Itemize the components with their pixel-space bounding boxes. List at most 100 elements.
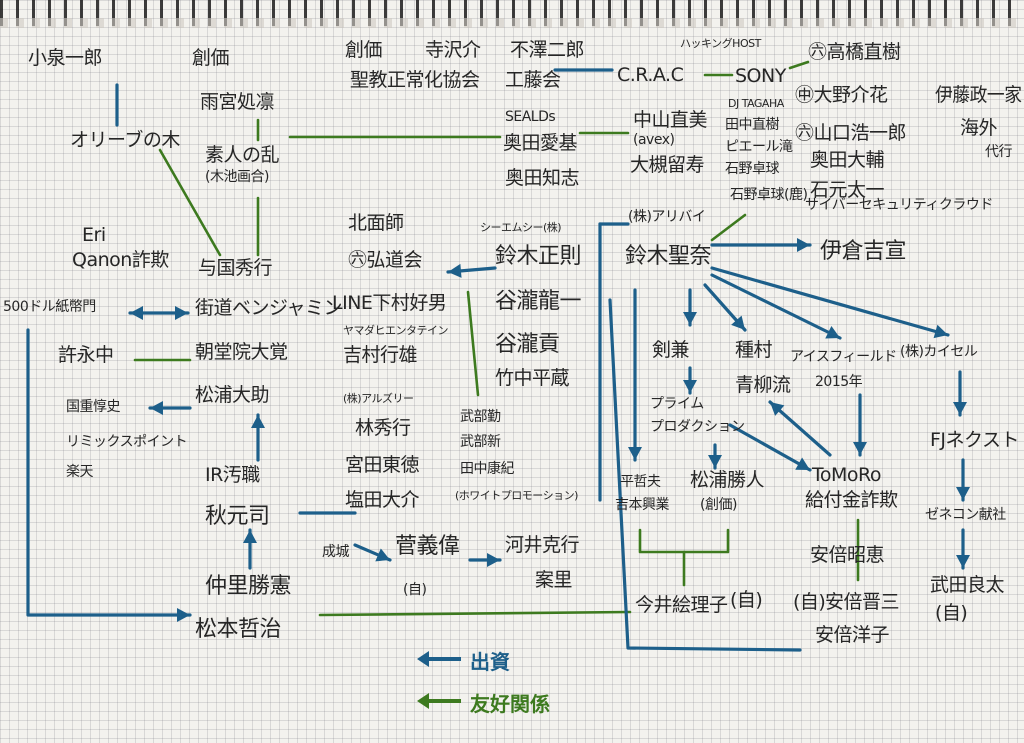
node-kokusai: 国重惇史	[66, 399, 121, 415]
legend-investment-label: 出資	[470, 650, 510, 674]
node-aoyagi: 青柳流	[735, 374, 791, 396]
node-kyufukin: 給付金詐欺	[805, 489, 898, 511]
node-kitanishi: 北面師	[348, 212, 404, 234]
node-shiota: 塩田大介	[345, 489, 420, 511]
node-daiko: 代行	[985, 144, 1013, 160]
edge-investment-32	[768, 400, 832, 457]
legend-investment-arrow-icon	[417, 651, 461, 667]
edge-arrowhead	[628, 447, 642, 460]
node-kumasaka: ㊥大野介花	[795, 84, 888, 106]
node-okudaira: 奥田大輔	[810, 149, 885, 171]
edge-investment-31	[728, 423, 812, 472]
node-mutoh: 武部勤	[460, 409, 501, 425]
node-koizumi: 小泉一郎	[28, 47, 103, 69]
node-pierre: ピエール滝	[725, 139, 793, 155]
node-inokura: 伊倉吉宣	[820, 239, 907, 264]
edge-arrowhead	[150, 401, 163, 415]
node-livedoor: リミックスポイント	[66, 434, 188, 450]
node-hirate: 平哲夫	[620, 474, 661, 490]
edge-arrowhead	[853, 442, 867, 455]
node-teramae: 寺沢介	[425, 39, 481, 61]
node-yokokuni: 与国秀行	[198, 257, 273, 279]
node-ice_year: 2015年	[815, 374, 863, 390]
node-soka1: 創価	[192, 47, 230, 69]
edge-arrowhead	[683, 312, 697, 325]
node-kyo: 許永中	[58, 344, 114, 366]
node-pricepro: プライム	[650, 396, 704, 412]
node-nakazato: 仲里勝憲	[205, 574, 292, 599]
node-ishino: 石野卓球	[725, 161, 780, 177]
edge-friendship-17	[466, 290, 480, 397]
node-tanitaku: 谷瀧龍一	[495, 289, 582, 314]
node-soka2: 創価	[345, 39, 383, 61]
node-kaigai: 海外	[960, 117, 998, 139]
node-sogaku: 500ドル紙幣門	[3, 299, 96, 315]
edge-arrowhead	[375, 548, 390, 562]
node-fj: FJネクスト	[930, 429, 1019, 451]
node-ice: アイスフィールド	[790, 349, 897, 365]
node-hacking: ハッキングHOST	[680, 37, 761, 50]
node-kudo: 工藤会	[505, 69, 561, 91]
edge-arrowhead	[770, 402, 785, 416]
node-hamaya: 雨宮処凛	[200, 91, 275, 113]
node-abe_akie: 安倍昭恵	[810, 544, 885, 566]
node-miyata: 宮田東徳	[345, 454, 420, 476]
node-choshitsu: 朝堂院大覚	[195, 341, 288, 363]
node-ishino2: 石野卓球(鹿)	[730, 187, 808, 203]
node-pricepro2: プロダクション	[650, 419, 745, 435]
node-suga_sub: (自)	[403, 582, 427, 598]
edge-arrowhead	[956, 487, 970, 500]
edge-investment-40	[608, 298, 802, 652]
node-zaikai: ゼネコン献社	[925, 507, 1006, 523]
node-takahashi: ㊅高橋直樹	[808, 41, 901, 63]
node-imai: 今井絵理子	[635, 594, 728, 616]
edge-friendship-38	[638, 528, 730, 554]
node-seikyo: 聖教正常化協会	[350, 69, 480, 91]
node-matsuura_sub: (創価)	[700, 497, 737, 513]
node-kaiseru: (株)カイセル	[900, 344, 978, 360]
node-ouji: 街道ベンジャミン	[195, 297, 343, 319]
node-takeda: 武田良太	[930, 574, 1005, 596]
edge-friendship-41	[710, 213, 747, 242]
node-matsuura_koh: 松浦勝人	[690, 469, 765, 491]
edge-investment-27	[710, 273, 842, 340]
node-avex: (avex)	[633, 132, 675, 148]
node-kawai: 河井克行	[505, 534, 580, 556]
node-line_kimura: LINE下村好男	[332, 292, 447, 314]
edge-arrowhead	[130, 306, 143, 320]
node-suga: 菅義偉	[395, 534, 460, 559]
node-yamaguchi: ㊅山口浩一郎	[795, 122, 907, 144]
edge-arrowhead	[731, 315, 745, 330]
node-dj: DJ TAGAHA	[728, 97, 784, 110]
edge-arrowhead	[175, 306, 188, 320]
node-yamaguchi_kodo: ㊅弘道会	[348, 249, 423, 271]
node-shiroto: 素人の乱	[205, 144, 280, 166]
node-cyber: サイバーセキュリティクラウド	[805, 197, 993, 213]
node-abe_sub: (自)	[793, 591, 826, 613]
node-matsumoto: 松本哲治	[195, 617, 282, 642]
node-kuramochi: 伊藤政一家	[935, 84, 1022, 106]
node-kenken: 剣兼	[652, 339, 690, 361]
node-fuji: 不澤二郎	[510, 39, 585, 61]
edge-arrowhead	[797, 238, 810, 252]
node-mutoh2: 武部新	[460, 434, 501, 450]
node-imai_sub: (自)	[730, 589, 763, 611]
edge-investment-6	[26, 328, 192, 617]
edge-friendship-15	[788, 60, 810, 70]
edge-friendship-20	[318, 610, 632, 617]
node-rakuten: 楽天	[66, 464, 94, 480]
spiral-binding-holes	[0, 18, 1024, 28]
edge-friendship-10	[158, 148, 222, 257]
node-yoshimoto: 吉本興業	[615, 497, 670, 513]
node-tomoro: ToMoRo	[812, 464, 882, 486]
node-takenaka: 竹中平蔵	[495, 367, 570, 389]
node-okuda: 奥田愛基	[503, 132, 578, 154]
node-eri: Eri	[82, 224, 106, 246]
node-takeda_sub: (自)	[935, 602, 968, 624]
edge-arrowhead	[448, 263, 462, 278]
node-nakayama: 中山直美	[633, 109, 708, 131]
node-sealds: SEALDs	[505, 109, 556, 125]
node-suzuki_ma: 鈴木正則	[495, 244, 582, 269]
node-tagawa: 田中直樹	[725, 117, 780, 133]
legend-friendship-arrow-icon	[417, 693, 461, 709]
